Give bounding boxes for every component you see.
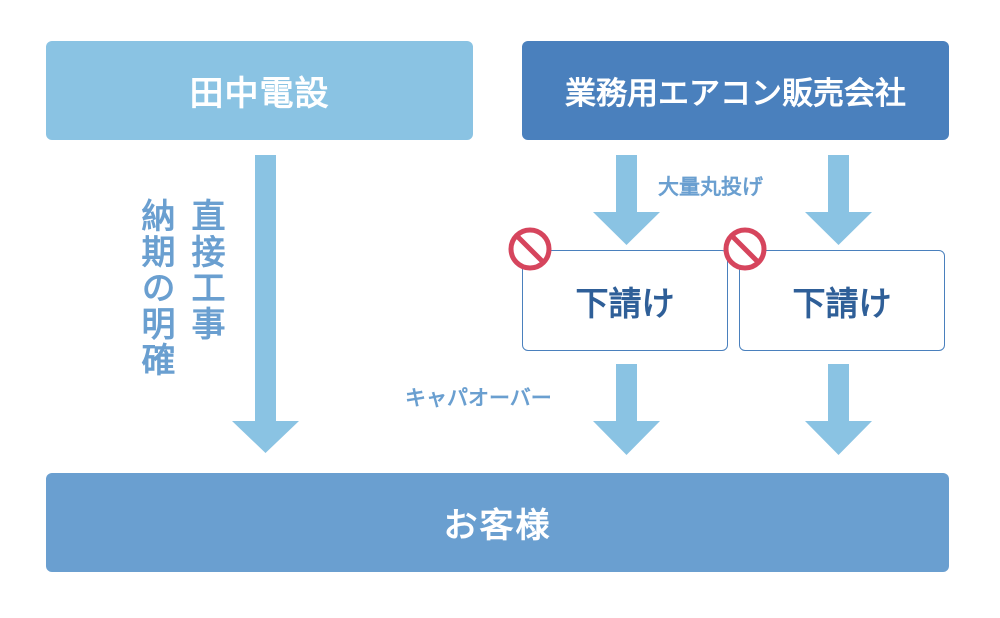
prohibited-icon: [723, 227, 767, 271]
customer-node: お客様: [46, 473, 949, 572]
prohibited-icon: [508, 227, 552, 271]
arrow-aircon-to-subcontractor-2: [805, 155, 872, 245]
arrow-subcontractor-2-to-customer: [805, 364, 872, 455]
direct-construction-label: 直接工事: [185, 198, 225, 342]
clear-delivery-label: 納期の明確: [135, 198, 175, 378]
subcontractor-label-1: 下請け: [575, 283, 675, 323]
customer-label: お客様: [443, 506, 552, 546]
arrow-tanaka-to-customer: [232, 155, 299, 453]
subcontractor-node-1: 下請け: [522, 250, 728, 351]
subcontractor-label-2: 下請け: [792, 283, 892, 323]
capacity-over-label: キャパオーバー: [405, 386, 552, 410]
aircon-company-node: 業務用エアコン販売会社: [522, 41, 949, 140]
subcontractor-node-2: 下請け: [739, 250, 945, 351]
aircon-company-label: 業務用エアコン販売会社: [565, 76, 906, 112]
bulk-outsourcing-label: 大量丸投げ: [658, 175, 763, 199]
tanaka-label: 田中電設: [189, 74, 330, 114]
arrow-aircon-to-subcontractor-1: [593, 155, 660, 245]
tanaka-node: 田中電設: [46, 41, 473, 140]
arrow-subcontractor-1-to-customer: [593, 364, 660, 455]
